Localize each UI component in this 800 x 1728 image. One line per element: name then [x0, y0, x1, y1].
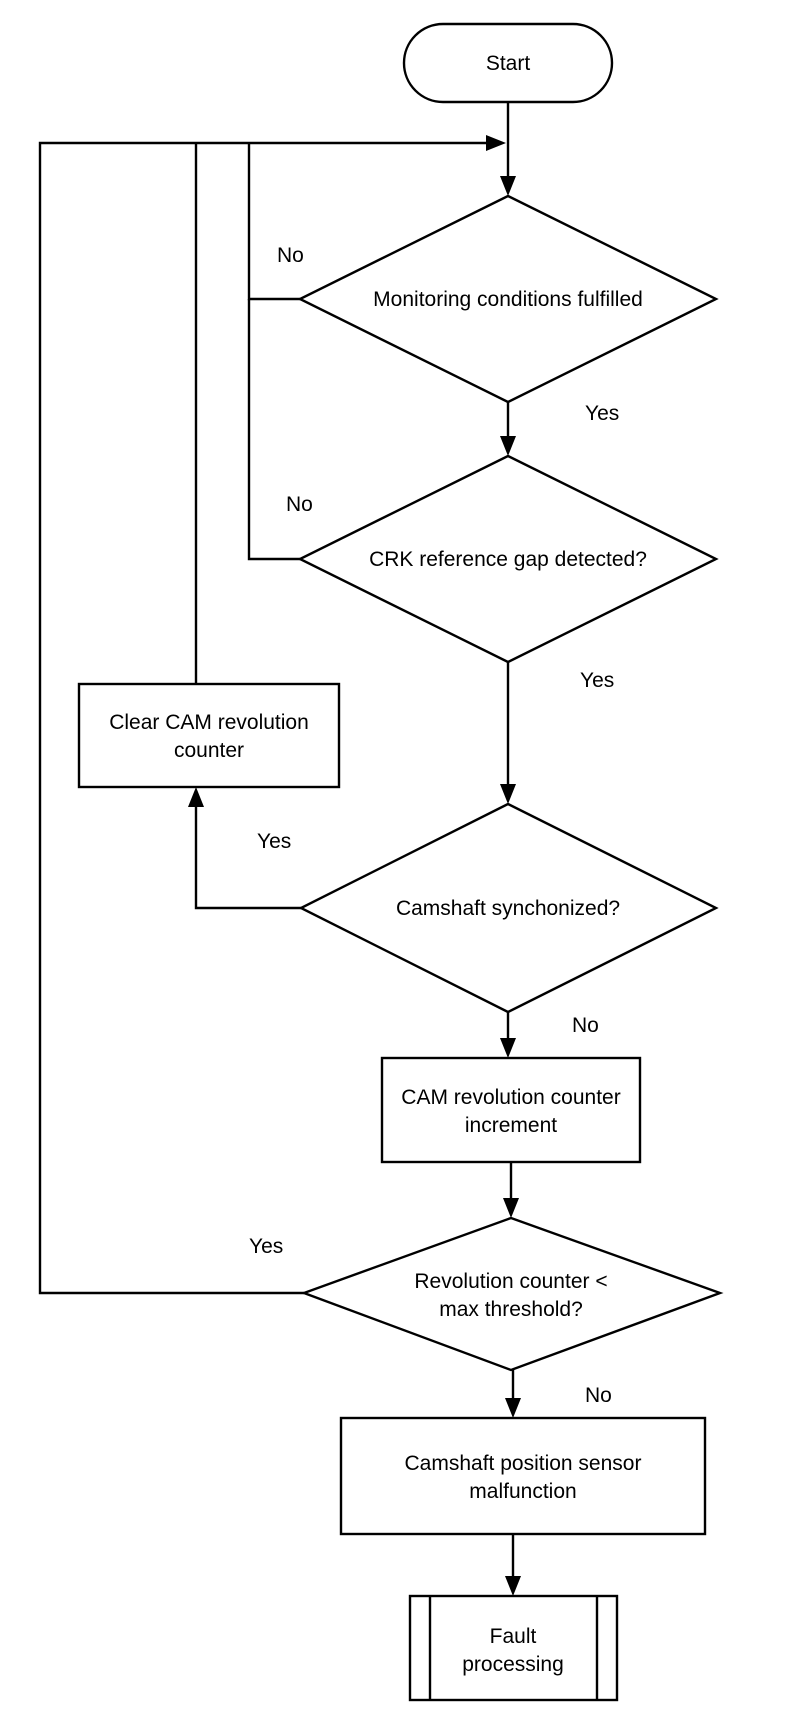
fault-predefined-process	[408, 1594, 619, 1702]
clear-counter-label-line1: Clear CAM revolution	[109, 711, 309, 734]
sync-yes-label: Yes	[257, 830, 291, 853]
arrowhead	[500, 176, 516, 196]
sync-no-label: No	[572, 1014, 599, 1037]
crk-yes-label: Yes	[580, 669, 614, 692]
increment-label-line2: increment	[465, 1114, 557, 1137]
edge-labels: No Yes No Yes Yes No Yes No	[249, 244, 619, 1407]
clear-counter-label-line2: counter	[174, 739, 244, 762]
malfunction-label-line2: malfunction	[469, 1480, 576, 1503]
malfunction-label-line1: Camshaft position sensor	[405, 1452, 642, 1475]
arrowhead	[486, 135, 506, 151]
malfunction-process	[339, 1416, 707, 1536]
arrowhead	[505, 1398, 521, 1418]
node-labels: Start Monitoring conditions fulfilled CR…	[109, 52, 647, 1676]
start-terminator	[402, 22, 614, 104]
arrowhead	[500, 784, 516, 804]
threshold-decision	[300, 1216, 724, 1372]
edge-monitoring-no-loop	[247, 143, 300, 301]
crk-no-label: No	[286, 493, 313, 516]
clear-counter-process	[77, 682, 341, 789]
threshold-label-line2: max threshold?	[439, 1298, 583, 1321]
edge-sync-yes	[194, 807, 301, 910]
monitoring-label: Monitoring conditions fulfilled	[373, 288, 643, 311]
connectors	[38, 102, 521, 1596]
monitoring-yes-label: Yes	[585, 402, 619, 425]
threshold-yes-label: Yes	[249, 1235, 283, 1258]
shapes	[77, 22, 724, 1702]
arrowhead	[500, 1038, 516, 1058]
edge-crk-no-loop	[247, 299, 300, 561]
edge-threshold-yes-loop	[38, 141, 490, 1295]
start-label: Start	[486, 52, 531, 75]
cam-sync-label: Camshaft synchonized?	[396, 897, 620, 920]
increment-label-line1: CAM revolution counter	[401, 1086, 620, 1109]
arrowhead	[505, 1576, 521, 1596]
crk-gap-label: CRK reference gap detected?	[369, 548, 647, 571]
arrowhead	[503, 1198, 519, 1218]
arrowhead	[500, 436, 516, 456]
arrowhead	[188, 787, 204, 807]
cam-sync-decision	[298, 802, 719, 1014]
monitoring-no-label: No	[277, 244, 304, 267]
crk-gap-decision	[297, 454, 719, 664]
fault-label-line2: processing	[462, 1653, 564, 1676]
fault-label-line1: Fault	[490, 1625, 537, 1648]
monitoring-decision	[297, 194, 719, 404]
threshold-label-line1: Revolution counter <	[414, 1270, 607, 1293]
threshold-no-label: No	[585, 1384, 612, 1407]
increment-process	[380, 1056, 642, 1164]
